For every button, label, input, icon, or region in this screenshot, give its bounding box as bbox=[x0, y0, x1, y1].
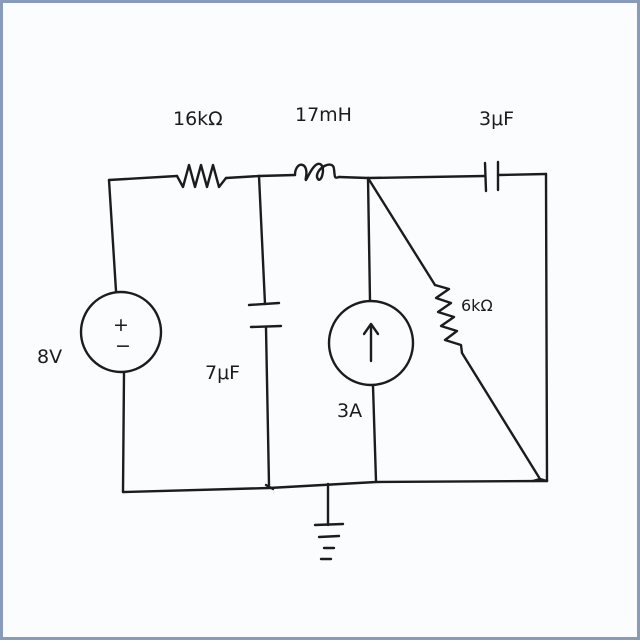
label-c-mid: 7μF bbox=[205, 362, 240, 384]
wire-mid-upper bbox=[257, 174, 267, 306]
wire-node-b-to-c-top bbox=[366, 174, 487, 180]
current-source-3a bbox=[327, 299, 415, 387]
wire-bottom-hook-right bbox=[531, 477, 549, 483]
wire-left-lower bbox=[121, 371, 126, 494]
minus-sign: − bbox=[115, 335, 131, 357]
capacitor-7uf bbox=[247, 301, 283, 329]
wire-c-top-to-right bbox=[496, 172, 548, 177]
wire-diag-upper bbox=[366, 176, 437, 287]
inductor-17mh bbox=[293, 162, 341, 181]
label-v-source: 8V bbox=[37, 346, 62, 368]
label-i-source: 3A bbox=[337, 400, 362, 422]
wire-left-upper bbox=[107, 178, 118, 293]
capacitor-3uf bbox=[483, 160, 500, 193]
wire-inductor-to-node-b bbox=[337, 175, 370, 180]
wire-r1-to-node-a bbox=[224, 174, 261, 180]
wire-right-vertical bbox=[544, 172, 549, 483]
wire-bottom-hook-mid bbox=[264, 483, 275, 491]
resistor-6k bbox=[433, 283, 464, 355]
label-l1: 17mH bbox=[295, 104, 352, 126]
wire-top-left bbox=[107, 174, 179, 182]
label-r2: 6kΩ bbox=[461, 296, 493, 315]
label-r1: 16kΩ bbox=[173, 108, 223, 130]
wire-node-a-to-inductor bbox=[257, 173, 297, 178]
label-c-top: 3μF bbox=[479, 108, 514, 130]
wires bbox=[107, 172, 549, 527]
plus-sign: + bbox=[113, 314, 129, 336]
wire-bottom bbox=[121, 479, 549, 494]
wire-mid-lower bbox=[264, 326, 271, 487]
circuit-schematic: 16kΩ 17mH 3μF 8V 7μF 3A 6kΩ + − bbox=[37, 104, 549, 561]
wire-isrc-lower bbox=[371, 384, 378, 483]
resistor-16k bbox=[175, 163, 228, 189]
wire-isrc-upper bbox=[366, 176, 372, 303]
ground-icon bbox=[313, 522, 345, 561]
voltage-source-8v bbox=[79, 290, 163, 374]
wire-diag-lower bbox=[460, 351, 542, 481]
